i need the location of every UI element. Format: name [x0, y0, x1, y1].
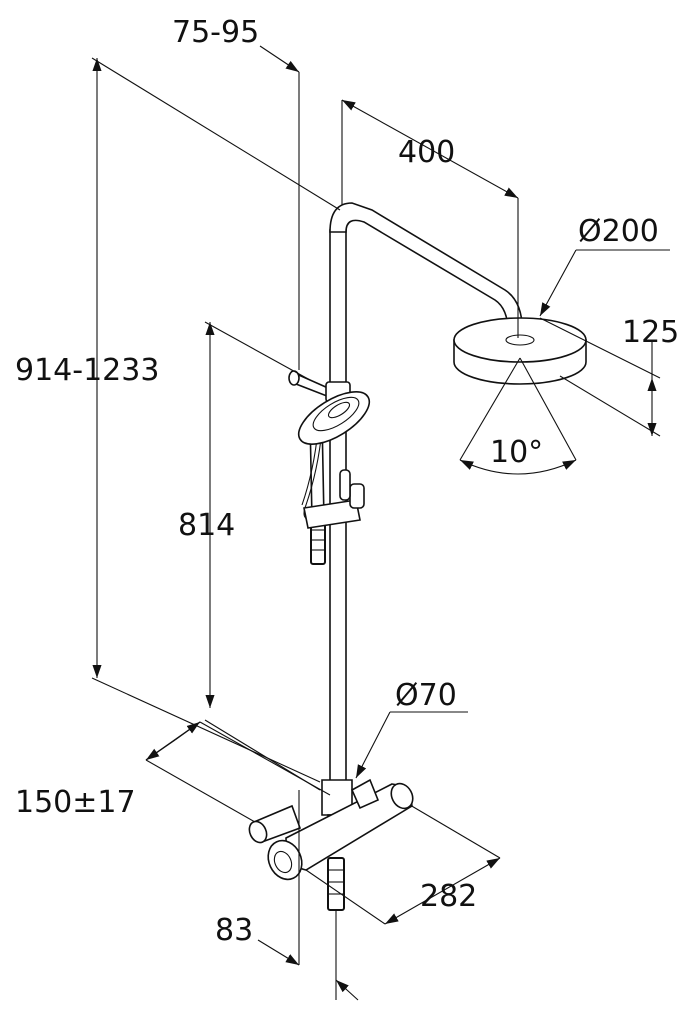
- dimension-label-thermostat-diameter: Ø70: [395, 678, 457, 713]
- dimension-label-bracket: 75-95: [172, 15, 259, 50]
- dimension-label-total-height: 914-1233: [15, 353, 159, 388]
- dimension-label-arm-length: 400: [398, 135, 455, 170]
- dimension-label-spray-angle: 10°: [490, 435, 543, 470]
- thermostatic-mixer: [246, 780, 417, 910]
- dimension-label-rail-height: 814: [178, 508, 235, 543]
- overhead-shower-head: [454, 318, 586, 384]
- dimension-label-inlet-spacing: 150±17: [15, 785, 136, 820]
- dimension-label-head-diameter: Ø200: [578, 214, 659, 249]
- dimension-label-wall-offset: 83: [215, 913, 253, 948]
- dimension-label-mixer-length: 282: [420, 879, 477, 914]
- dimension-label-head-drop: 125: [622, 315, 679, 350]
